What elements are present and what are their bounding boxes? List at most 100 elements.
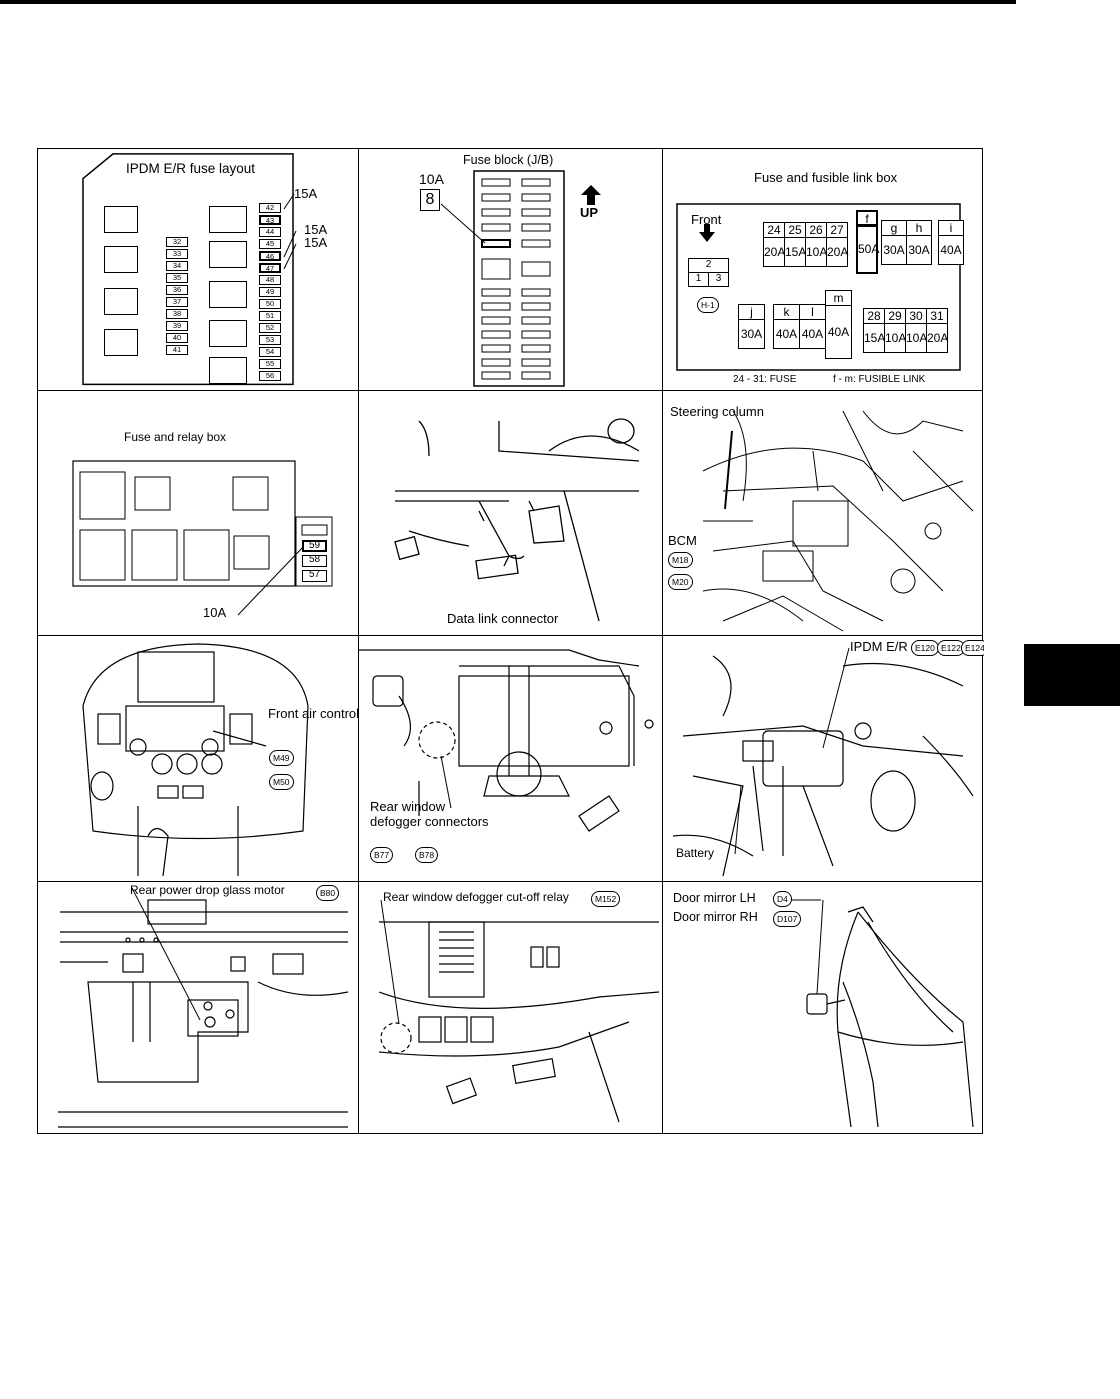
glass-motor-label: Rear power drop glass motor — [130, 883, 285, 897]
front-air-label: Front air control — [268, 706, 358, 721]
relay — [104, 246, 138, 273]
door-mirror-rh-label: Door mirror RH — [673, 910, 758, 924]
fuse-46: 46 — [259, 251, 281, 261]
connector-m20: M20 — [668, 574, 693, 590]
fuse-block-panel: Fuse block (J/B) 10A 8 UP — [359, 149, 662, 390]
link-letter: m — [825, 290, 852, 306]
fuse-amp: 20A — [826, 237, 848, 267]
fuse-50: 50 — [259, 299, 281, 309]
connector-b78: B78 — [415, 847, 439, 863]
fuse-40: 40 — [166, 333, 188, 343]
fusible-link-panel: Fuse and fusible link box Front 2 1 3 H-… — [663, 149, 984, 390]
cutoff-relay-panel: Rear window defogger cut-off relay M152 — [359, 882, 662, 1135]
callout-15a: 15A — [304, 222, 328, 237]
fuse-number: 8 — [420, 189, 440, 211]
battery-label: Battery — [676, 846, 715, 860]
fuse-54: 54 — [259, 347, 281, 357]
fuse-48: 48 — [259, 275, 281, 285]
relay — [209, 206, 247, 233]
rear-defogger-illustration — [359, 649, 654, 832]
door-mirror-panel: Door mirror LH D4 Door mirror RH D107 — [663, 882, 984, 1135]
fuse-51: 51 — [259, 311, 281, 321]
dashboard-illustration — [82, 643, 309, 877]
door-mirror-illustration — [789, 899, 974, 1128]
engine-bay-illustration — [672, 647, 974, 877]
glass-motor-illustration — [58, 887, 349, 1128]
link-amp: 40A — [799, 319, 826, 349]
connector-e120: E120 — [911, 640, 939, 656]
small-fuse: 3 — [708, 272, 729, 287]
rear-defogger-label: Rear window defogger connectors — [370, 799, 489, 829]
connector-m49: M49 — [269, 750, 294, 766]
fuse-59: 59 — [302, 540, 327, 552]
connector-m152: M152 — [591, 891, 621, 907]
fuse-39: 39 — [166, 321, 188, 331]
fuse-36: 36 — [166, 285, 188, 295]
front-air-control-panel: Front air control M49 M50 — [38, 636, 358, 881]
fuse-53: 53 — [259, 335, 281, 345]
link-amp: 40A — [938, 235, 964, 265]
relay — [104, 288, 138, 315]
link-amp: 50A — [856, 225, 879, 274]
grid-divider — [38, 881, 982, 882]
link-letter: g — [881, 220, 907, 236]
link-letter: i — [938, 220, 964, 236]
fuse-amp: 20A — [763, 237, 785, 267]
grid-divider — [662, 149, 663, 1133]
fuse-47: 47 — [259, 263, 281, 273]
bcm-illustration — [702, 410, 974, 632]
bcm-label: BCM — [668, 533, 697, 548]
fuse-33: 33 — [166, 249, 188, 259]
fuse-57: 57 — [302, 570, 327, 582]
fuse-num: 25 — [784, 222, 806, 238]
legend-link: f - m: FUSIBLE LINK — [833, 374, 926, 385]
fuse-52: 52 — [259, 323, 281, 333]
fusible-link-title: Fuse and fusible link box — [754, 170, 898, 185]
ipdm-location-panel: IPDM E/R E120 E122 E124 Battery — [663, 636, 984, 881]
link-letter: l — [799, 304, 826, 320]
grid-divider — [38, 635, 982, 636]
fuse-amp: 10A — [419, 171, 444, 187]
section-tab — [1024, 644, 1120, 706]
header-rule — [0, 0, 1016, 4]
relay-fuse-amp: 10A — [203, 605, 227, 620]
ipdm-outline — [82, 153, 297, 386]
steering-column-label: Steering column — [670, 404, 764, 419]
connector-m50: M50 — [269, 774, 294, 790]
callout-15a: 15A — [294, 186, 318, 201]
data-link-illustration — [394, 418, 640, 622]
fuse-55: 55 — [259, 359, 281, 369]
fuse-block-drawing — [440, 170, 601, 387]
fuse-49: 49 — [259, 287, 281, 297]
fuse-amp: 10A — [884, 323, 906, 353]
ipdm-fuse-layout-panel: IPDM E/R fuse layout 15A 15A 15A 32 33 3… — [38, 149, 358, 390]
cutoff-relay-illustration — [378, 899, 660, 1123]
link-letter: f — [856, 210, 878, 226]
data-link-panel: Data link connector — [359, 391, 662, 635]
callout-15a: 15A — [304, 235, 328, 250]
ipdm-location-label: IPDM E/R — [850, 639, 908, 654]
fusible-link-drawing — [676, 203, 961, 371]
fuse-amp: 20A — [926, 323, 948, 353]
rear-defogger-panel: Rear window defogger connectors B77 B78 — [359, 636, 662, 881]
link-letter: h — [906, 220, 932, 236]
component-location-grid: IPDM E/R fuse layout 15A 15A 15A 32 33 3… — [37, 148, 984, 1135]
fuse-43: 43 — [259, 215, 281, 225]
fuse-amp: 15A — [863, 323, 885, 353]
fuse-block-title: Fuse block (J/B) — [463, 153, 554, 167]
link-amp: 40A — [773, 319, 800, 349]
up-label: UP — [580, 205, 599, 220]
fuse-32: 32 — [166, 237, 188, 247]
legend-fuse: 24 - 31: FUSE — [733, 374, 797, 385]
relay — [209, 357, 247, 384]
fuse-amp: 15A — [784, 237, 806, 267]
relay-box-title: Fuse and relay box — [124, 430, 227, 444]
connector-b77: B77 — [370, 847, 394, 863]
relay-box-drawing — [72, 460, 333, 616]
bcm-panel: Steering column BCM M18 M20 — [663, 391, 984, 635]
fuse-35: 35 — [166, 273, 188, 283]
link-letter: j — [738, 304, 765, 320]
fuse-42: 42 — [259, 203, 281, 213]
connector-e124: E124 — [961, 640, 984, 656]
fuse-num: 28 — [863, 308, 885, 324]
